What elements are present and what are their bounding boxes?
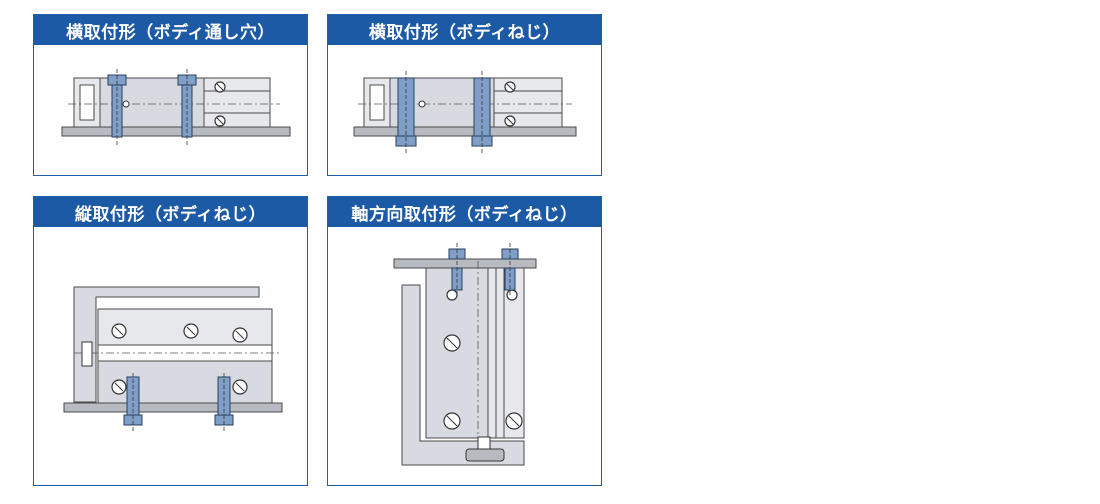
bolt-icon [123, 373, 143, 431]
port-icon [122, 100, 130, 108]
panel-side-mount-body-thread: 横取付形（ボディねじ） [327, 14, 602, 176]
panel-title: 横取付形（ボディねじ） [328, 15, 601, 45]
base-plate [353, 126, 577, 137]
panel-vertical-mount-body-thread: 縦取付形（ボディねじ） [33, 196, 308, 486]
mounting-bracket [73, 286, 260, 403]
slide-table [493, 77, 563, 128]
bolt-icon [471, 71, 493, 153]
base-plate [63, 402, 283, 413]
panel-title: 横取付形（ボディ通し穴） [34, 15, 307, 45]
base-plate [61, 126, 291, 137]
slide-table [487, 267, 525, 439]
screw-icon [506, 289, 518, 301]
bolt-icon [448, 243, 466, 297]
panel-title: 縦取付形（ボディねじ） [34, 197, 307, 227]
bolt-icon [395, 71, 417, 153]
bolt-icon [177, 69, 197, 145]
bolt-icon [107, 69, 127, 145]
knob-icon [465, 448, 505, 462]
panel-side-mount-through-hole: 横取付形（ボディ通し穴） [33, 14, 308, 176]
top-plate [393, 258, 537, 269]
diagram-side-mount-through-hole [61, 69, 291, 145]
knob-icon [81, 341, 93, 367]
bolt-icon [214, 373, 234, 431]
mounting-bracket [401, 284, 525, 466]
slide-table [203, 77, 271, 128]
panel-title: 軸方向取付形（ボディねじ） [328, 197, 601, 227]
port-icon [418, 100, 426, 108]
panel-axial-mount-body-thread: 軸方向取付形（ボディねじ） [327, 196, 602, 486]
screw-icon [446, 289, 458, 301]
bolt-icon [501, 243, 519, 297]
diagram-side-mount-body-thread [353, 71, 577, 153]
diagram-axial-mount-body-thread [393, 243, 537, 466]
knob-icon [477, 436, 491, 450]
diagram-vertical-mount-body-thread [63, 286, 283, 431]
